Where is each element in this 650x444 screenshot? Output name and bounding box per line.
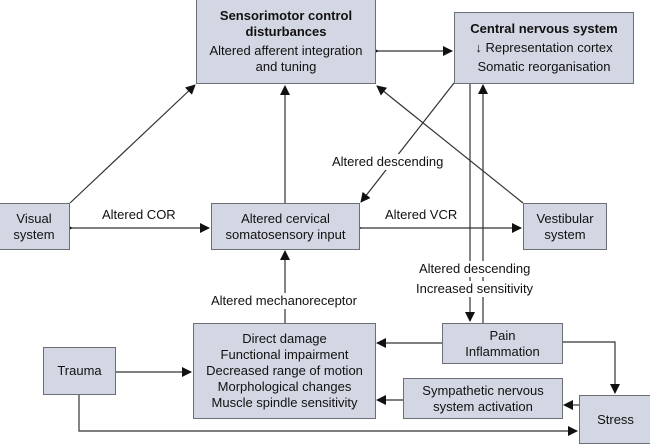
damage-line-5: Muscle spindle sensitivity: [211, 395, 358, 410]
cns-line-2: Somatic reorganisation: [477, 59, 611, 74]
damage-line-3: Decreased range of motion: [206, 363, 363, 378]
cervical-input-box: Altered cervical somatosensory input: [211, 203, 360, 250]
label-altered-cor: Altered COR: [102, 207, 176, 222]
arrow-cns-to-cervical: [360, 82, 455, 203]
stress-box: Stress: [579, 395, 650, 444]
sympathetic-activation-box: Sympathetic nervous system activation: [403, 378, 563, 419]
label-altered-descending-bottom: Altered descending: [418, 261, 532, 277]
vestibular-line-1: Vestibular: [536, 210, 594, 226]
pain-line-2: Inflammation: [465, 343, 540, 359]
cns-line-1: ↓ Representation cortex: [475, 40, 613, 55]
sensorimotor-line-1: Altered afferent integration: [209, 42, 363, 58]
sympathetic-line-2: system activation: [433, 398, 533, 414]
arrow-vestibular-to-sensorimotor: [376, 85, 524, 204]
stress-label: Stress: [597, 411, 634, 427]
direct-damage-box: Direct damage Functional impairment Decr…: [193, 323, 376, 419]
label-altered-descending-top: Altered descending: [331, 154, 445, 170]
damage-line-4: Morphological changes: [217, 379, 352, 394]
sensorimotor-line-2: and tuning: [255, 58, 317, 74]
cervical-line-1: Altered cervical: [241, 210, 330, 226]
label-altered-mechanoreceptor: Altered mechanoreceptor: [210, 293, 358, 309]
sensorimotor-box: Sensorimotor control disturbances Altere…: [196, 0, 376, 84]
pain-inflammation-box: Pain Inflammation: [442, 323, 563, 364]
arrow-pain-to-stress: [562, 341, 620, 394]
sensorimotor-title: Sensorimotor control disturbances: [219, 7, 353, 39]
cns-title: Central nervous system: [470, 21, 618, 36]
pain-line-1: Pain: [489, 327, 516, 343]
cervical-line-2: somatosensory input: [225, 226, 346, 242]
sympathetic-line-1: Sympathetic nervous: [422, 382, 544, 398]
vestibular-line-2: system: [544, 226, 586, 242]
trauma-box: Trauma: [43, 347, 116, 395]
arrow-visual-to-sensorimotor: [69, 84, 196, 204]
damage-line-1: Direct damage: [242, 331, 327, 346]
visual-system-box: Visual system: [0, 203, 70, 250]
label-altered-vcr: Altered VCR: [385, 207, 458, 222]
visual-line-2: system: [13, 226, 55, 242]
cns-box: Central nervous system ↓ Representation …: [454, 12, 634, 84]
vestibular-system-box: Vestibular system: [523, 203, 607, 250]
trauma-label: Trauma: [57, 363, 102, 378]
arrow-trauma-to-stress: [78, 394, 578, 436]
label-increased-sensitivity: Increased sensitivity: [415, 281, 535, 297]
visual-line-1: Visual: [16, 210, 52, 226]
damage-line-2: Functional impairment: [220, 347, 349, 362]
